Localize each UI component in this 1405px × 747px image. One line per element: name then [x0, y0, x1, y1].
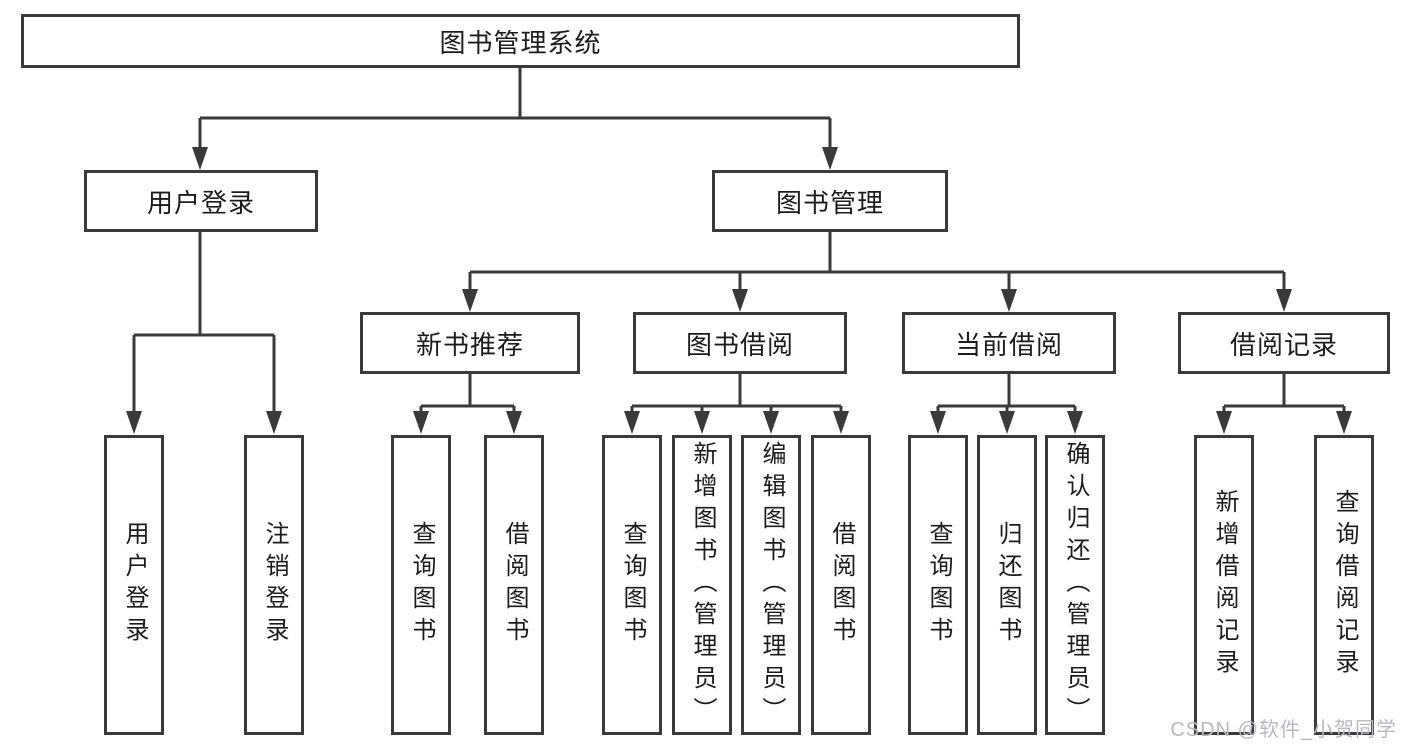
node-book-borrow: 图书借阅 — [633, 312, 847, 374]
node-leaf-recommend-query-books: 查询图书 — [391, 435, 451, 735]
node-leaf-borrow-query-books: 查询图书 — [602, 435, 662, 735]
node-leaf-edit-books-admin: 编辑图书（管理员） — [741, 435, 801, 735]
node-leaf-query-borrow-record: 查询借阅记录 — [1314, 435, 1374, 735]
arrowheads — [126, 147, 1352, 434]
node-leaf-current-query-books: 查询图书 — [908, 435, 968, 735]
node-leaf-add-books-admin: 新增图书（管理员） — [672, 435, 732, 735]
node-leaf-user-login: 用户登录 — [104, 435, 164, 735]
node-leaf-confirm-return-admin: 确认归还（管理员） — [1045, 435, 1105, 735]
csdn-watermark: CSDN @软件_小贺同学 — [1170, 719, 1397, 741]
node-root-library-system: 图书管理系统 — [21, 14, 1020, 68]
node-new-book-recommend: 新书推荐 — [360, 312, 580, 374]
node-leaf-borrow-books: 借阅图书 — [811, 435, 871, 735]
node-book-management: 图书管理 — [712, 170, 948, 232]
node-leaf-add-borrow-record: 新增借阅记录 — [1194, 435, 1254, 735]
node-user-login: 用户登录 — [84, 170, 318, 232]
node-leaf-return-books: 归还图书 — [977, 435, 1037, 735]
node-current-borrow: 当前借阅 — [902, 312, 1116, 374]
node-leaf-recommend-borrow-books: 借阅图书 — [484, 435, 544, 735]
node-borrow-records: 借阅记录 — [1178, 312, 1390, 374]
node-leaf-logout: 注销登录 — [244, 435, 304, 735]
